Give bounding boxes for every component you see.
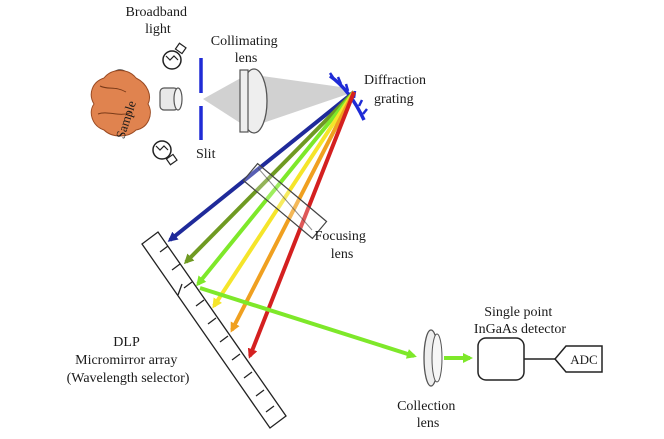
collection-lens: [423, 329, 443, 387]
ray-blue: [167, 90, 356, 242]
ray-olive: [183, 90, 356, 265]
lamp-top-icon: [162, 42, 187, 70]
ray-red: [247, 91, 356, 359]
collimating-lens: [239, 68, 268, 134]
objective-lens: [159, 87, 183, 111]
focusing-lens-label: Focusing lens: [315, 229, 370, 262]
sample-icon: [90, 69, 151, 137]
diffraction-grating-label: Diffraction grating: [364, 73, 429, 107]
broadband-light-label: Broadband light: [126, 5, 191, 37]
dlp-array-label: DLP Micromirror array (Wavelength select…: [67, 335, 190, 386]
ray-yellow: [212, 90, 356, 309]
dlp-micromirror-array: [141, 231, 287, 429]
focusing-lens: [242, 162, 328, 240]
collection-lens-label: Collection lens: [397, 399, 459, 431]
selected-ray: [199, 286, 417, 359]
collimated-beam: [203, 74, 348, 128]
detector-label: Single point InGaAs detector: [474, 305, 566, 337]
ray-orange: [230, 91, 356, 333]
adc-label: ADC: [570, 352, 597, 367]
slit-label: Slit: [196, 147, 216, 162]
lamp-bottom-icon: [152, 140, 178, 166]
collimating-lens-label: Collimating lens: [211, 34, 281, 66]
adc-box: [554, 345, 603, 373]
ingaas-detector: [477, 337, 525, 381]
